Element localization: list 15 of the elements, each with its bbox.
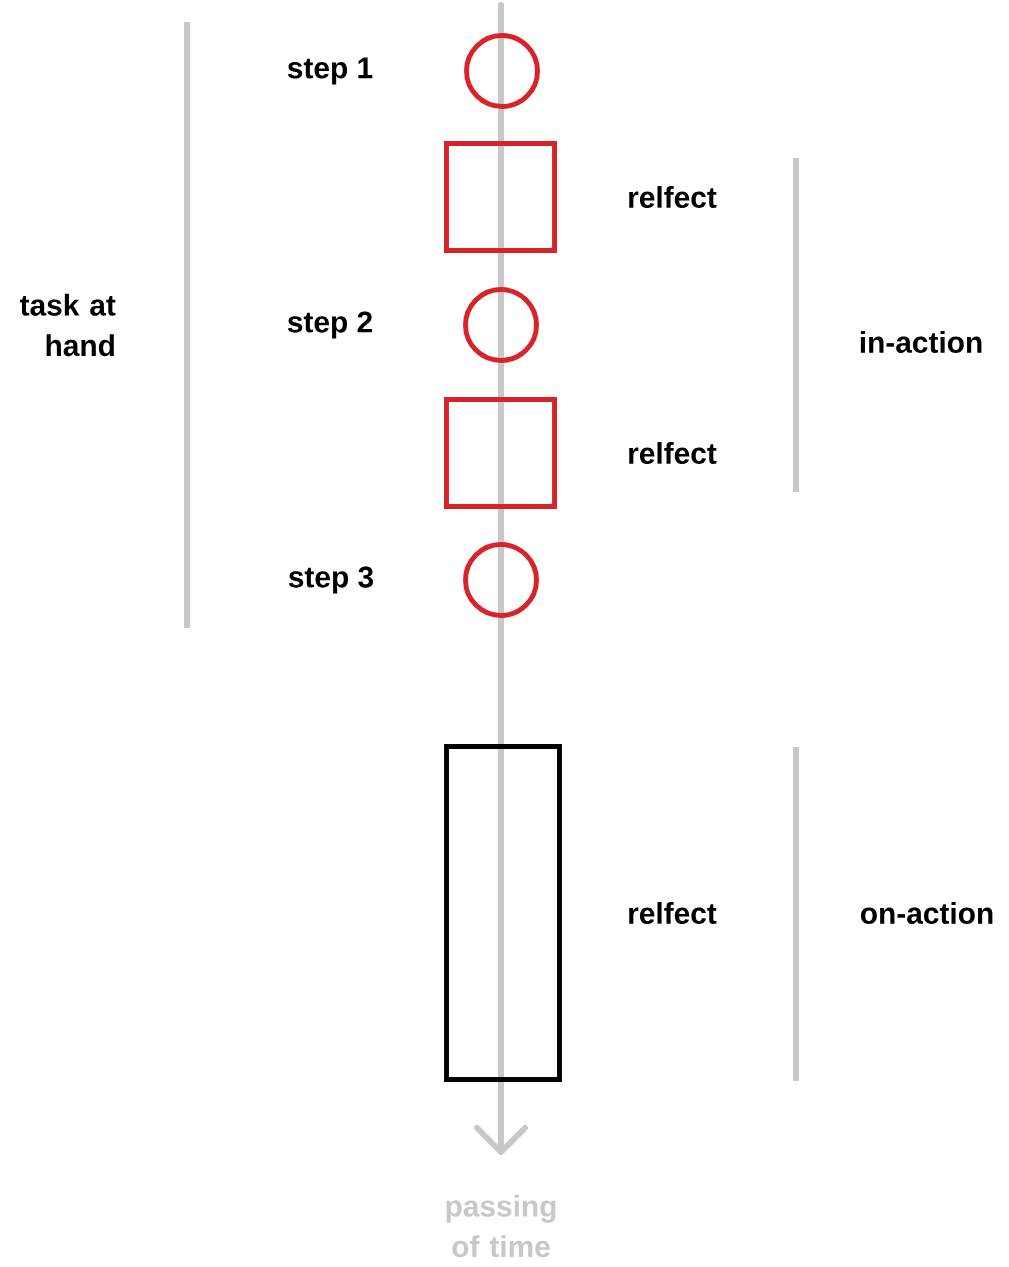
bracket-label: task at hand xyxy=(19,293,116,357)
step-label: step 1 xyxy=(287,57,373,85)
reflect-box xyxy=(444,744,562,1082)
step-circle xyxy=(463,287,539,363)
reflect-box xyxy=(444,141,557,253)
bracket-label: on-action xyxy=(860,902,993,924)
step-label: relfect xyxy=(629,186,717,208)
reflect-box xyxy=(444,397,557,509)
bracket-label: in-action xyxy=(860,331,982,353)
step-label: step 3 xyxy=(288,566,374,594)
step-circle xyxy=(463,542,539,618)
step-label: step 2 xyxy=(287,311,372,339)
step-circle xyxy=(464,33,540,109)
step-label: relfect xyxy=(629,442,717,464)
step-label: relfect xyxy=(629,902,717,924)
